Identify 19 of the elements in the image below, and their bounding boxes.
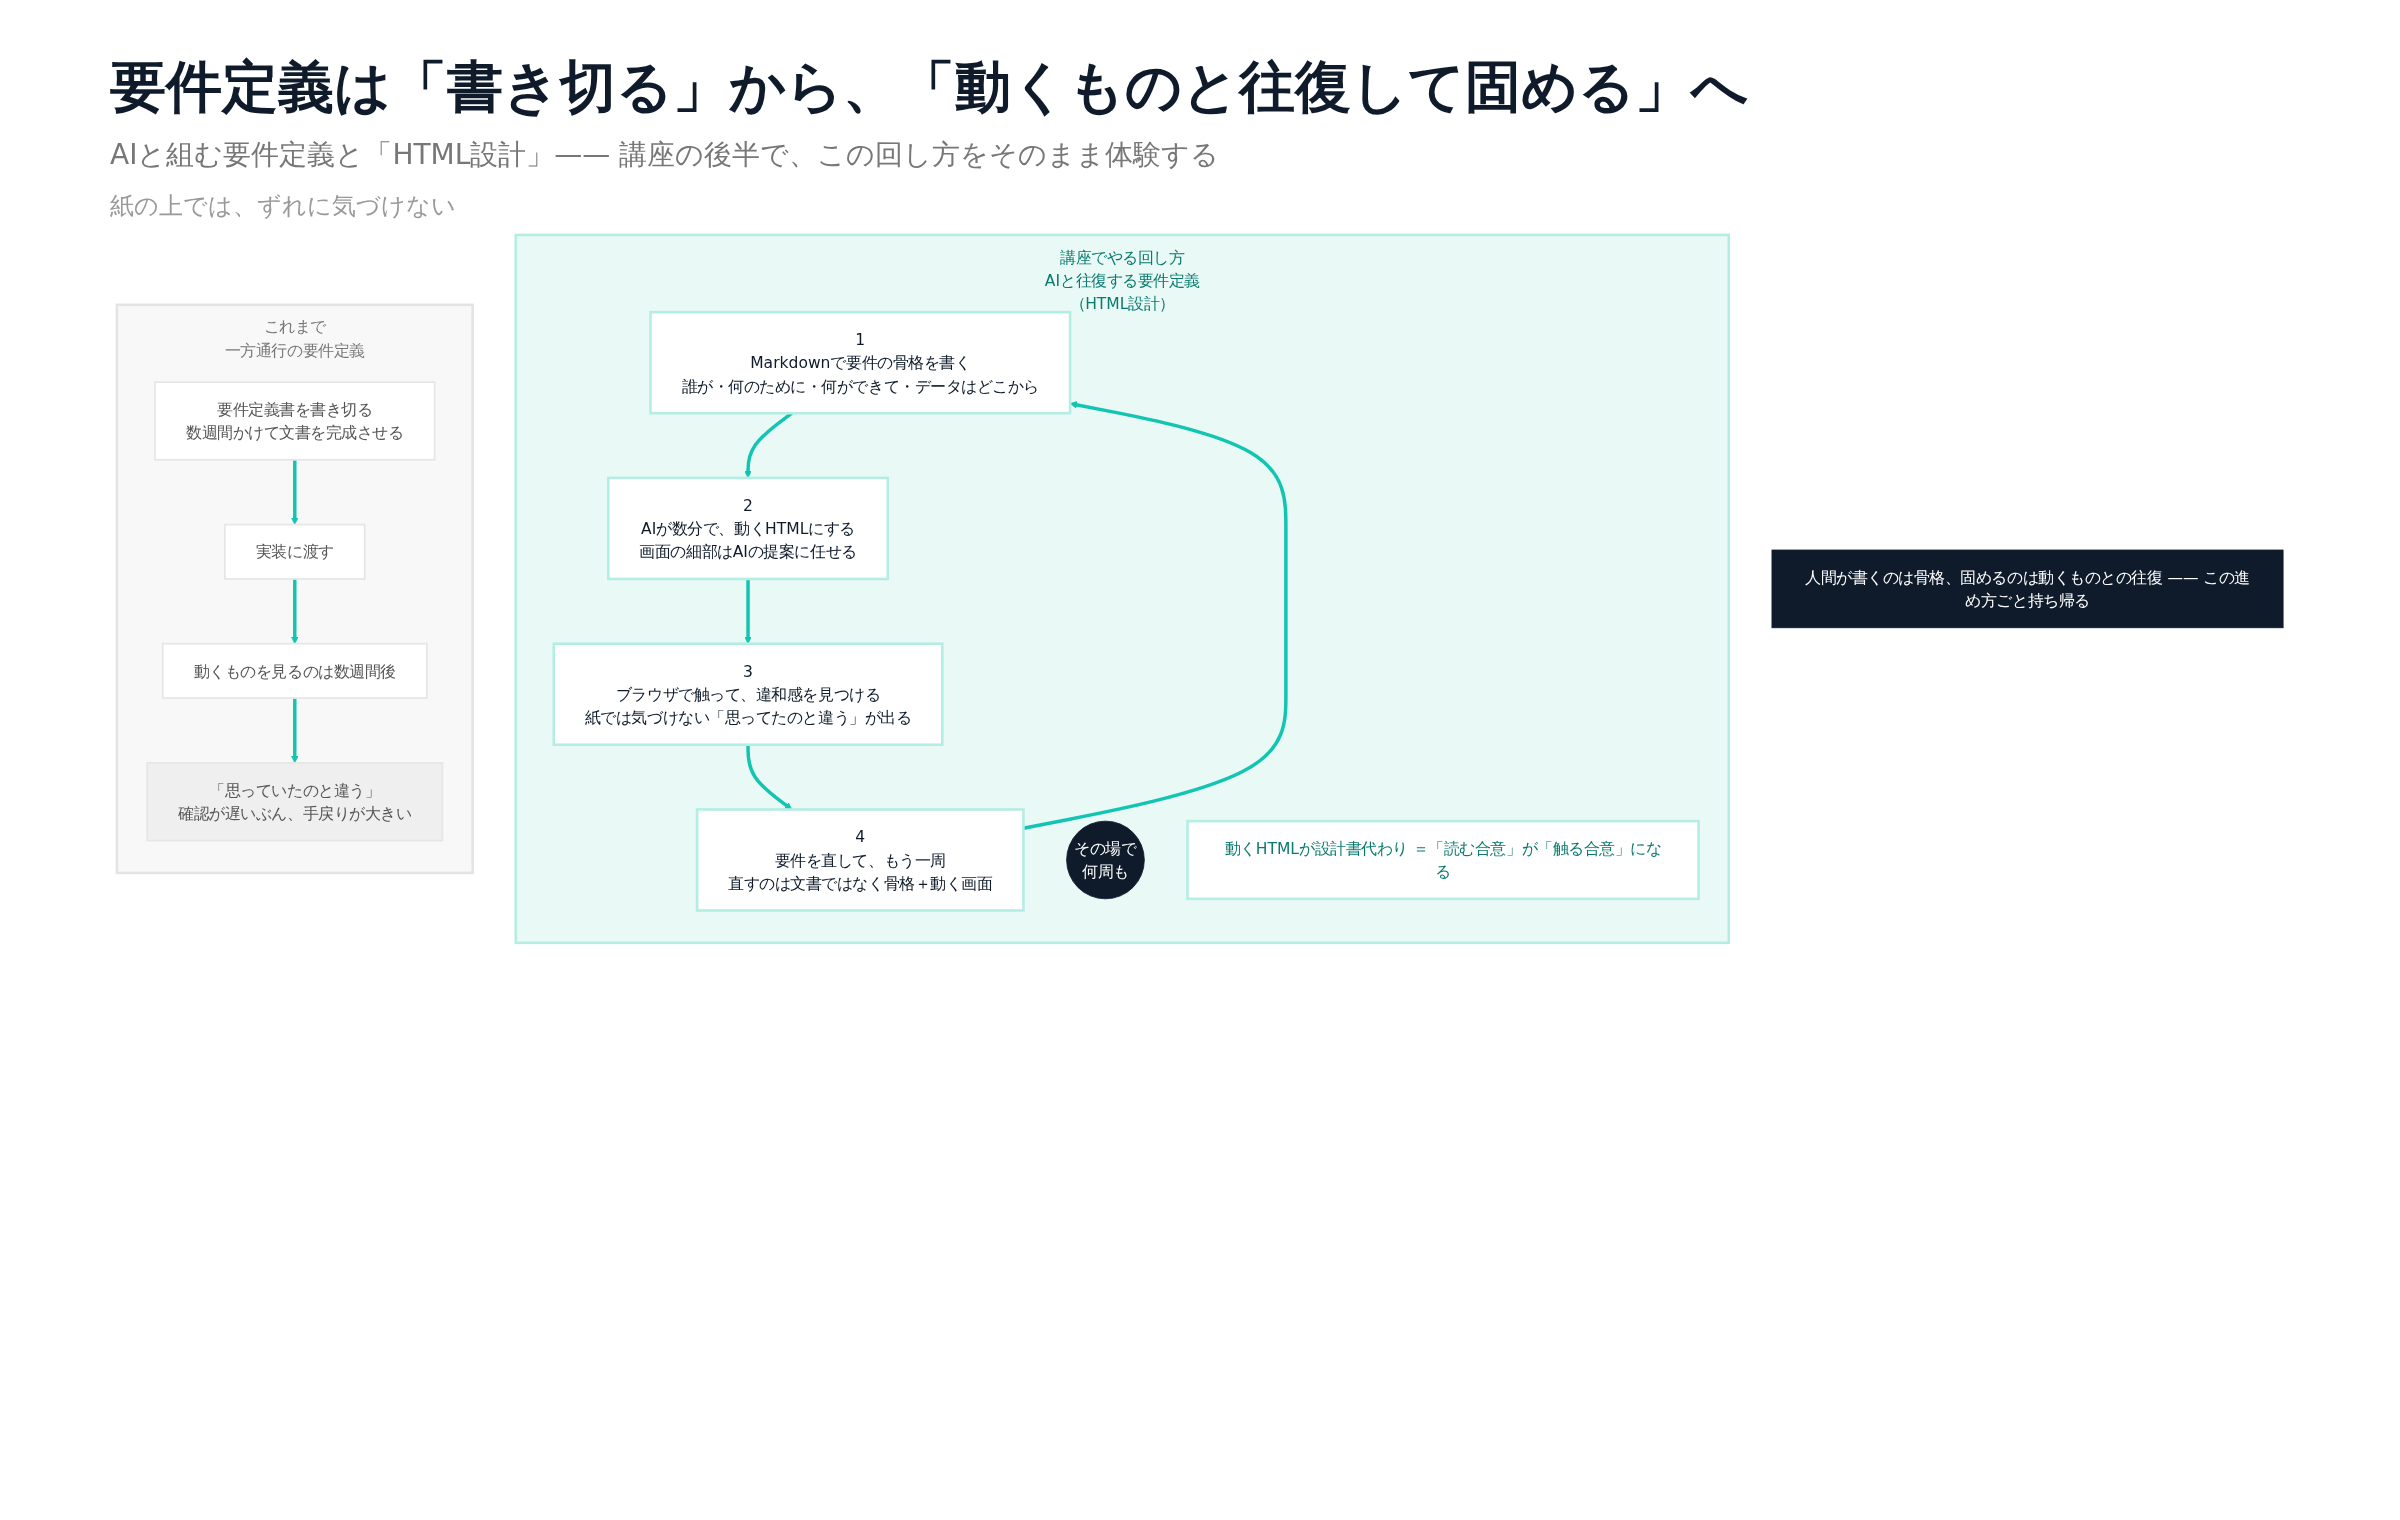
arrow [290, 459, 299, 525]
node-box: 「思っていたのと違う」 確認が遅いぶん、手戻りが大きい [146, 762, 444, 842]
title: 要件定義は「書き切る」から、「動くものと往復して固める」へ [110, 53, 1749, 121]
arrow [290, 698, 299, 764]
node-box: 人間が書くのは骨格、固めるのは動くものとの往復 —— この進め方ごと持ち帰る [1771, 549, 2284, 629]
node-circle: その場で 何周も [1066, 820, 1145, 900]
node-box: 3 ブラウザで触って、違和感を見つける 紙では気づけない「思ってたのと違う」が出る [552, 642, 944, 746]
arrow [290, 578, 299, 645]
node-box: 1 Markdownで要件の骨格を書く 誰が・何のために・何ができて・データはどこから [649, 310, 1072, 415]
node-box: 実装に渡す [223, 523, 366, 580]
arrow [746, 744, 793, 810]
arrow [1023, 401, 1288, 830]
note-text: 紙の上では、ずれに気づけない [110, 191, 456, 222]
node-box: 動くものを見るのは数週間後 [161, 642, 428, 699]
node-box: 4 要件を直して、もう一周 直すのは文書ではなく骨格＋動く画面 [695, 808, 1025, 912]
node-box: 要件定義書を書き切る 数週間かけて文書を完成させる [154, 381, 436, 461]
node-box: 2 AIが数分で、動くHTMLにする 画面の細部はAIの提案に任せる [607, 476, 890, 581]
subtitle: AIと組む要件定義と「HTML設計」—— 講座の後半で、この回し方をそのまま体験する [110, 137, 1220, 173]
node-box: 動くHTMLが設計書代わり ＝「読む合意」が「触る合意」になる [1186, 819, 1700, 901]
